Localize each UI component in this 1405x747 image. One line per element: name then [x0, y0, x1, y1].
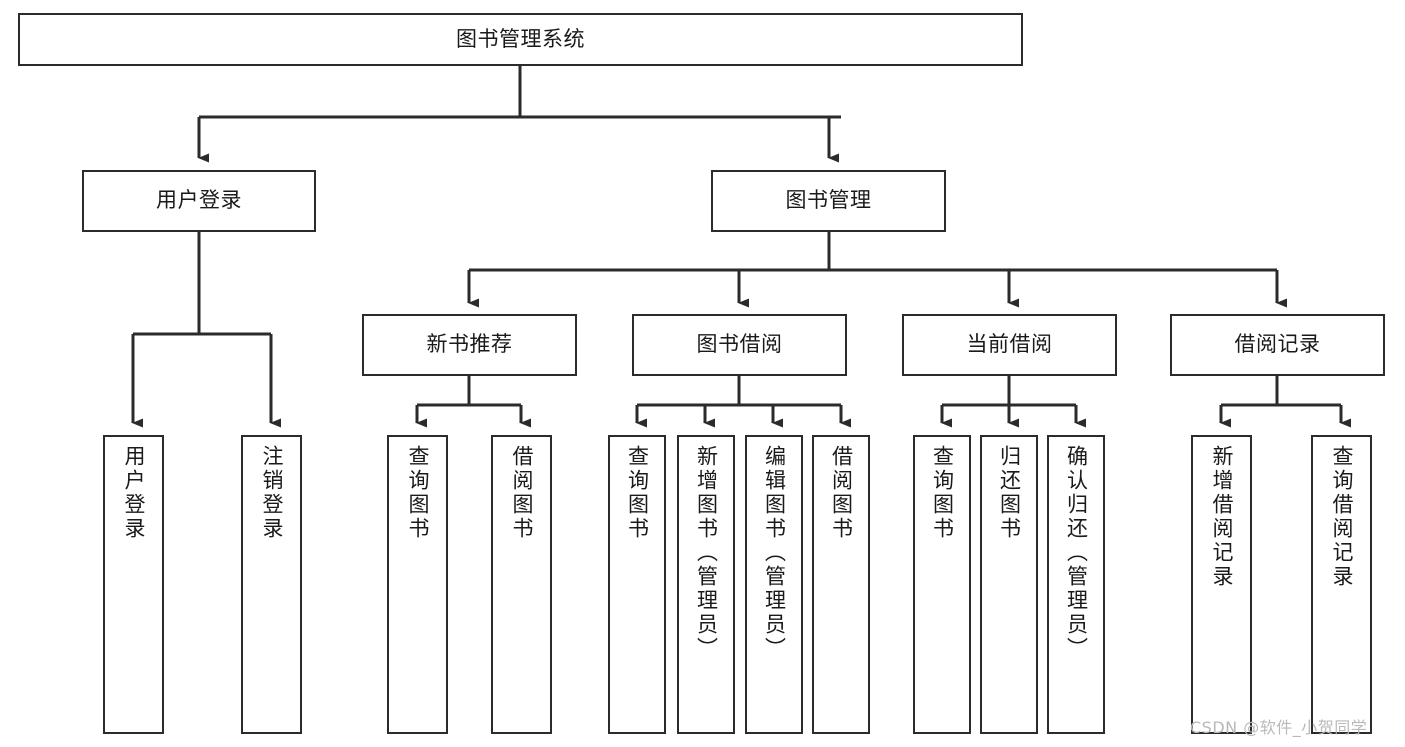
node-leaf-query-book-3[interactable]: 查询图书: [913, 435, 971, 734]
csdn-watermark: CSDN @软件_小贺同学: [1190, 718, 1368, 737]
node-leaf-query-book-2-label: 查询图书: [625, 445, 650, 541]
node-leaf-add-record-label: 新增借阅记录: [1210, 445, 1234, 589]
node-book-management-label: 图书管理: [785, 188, 872, 213]
node-leaf-borrow-book-2[interactable]: 借阅图书: [812, 435, 870, 734]
node-current-borrow-label: 当前借阅: [966, 332, 1053, 357]
node-leaf-add-record[interactable]: 新增借阅记录: [1191, 435, 1252, 734]
node-leaf-user-logout-label: 注销登录: [260, 445, 284, 541]
node-borrow-record-label: 借阅记录: [1234, 332, 1321, 357]
node-leaf-query-book-2[interactable]: 查询图书: [608, 435, 666, 734]
node-root[interactable]: 图书管理系统: [18, 13, 1023, 66]
node-current-borrow[interactable]: 当前借阅: [902, 314, 1117, 376]
node-leaf-query-book-1-label: 查询图书: [406, 445, 430, 541]
node-leaf-borrow-book-1-label: 借阅图书: [510, 445, 534, 541]
node-leaf-borrow-book-1[interactable]: 借阅图书: [491, 435, 552, 734]
node-new-book-recommend[interactable]: 新书推荐: [362, 314, 577, 376]
node-leaf-user-login-label: 用户登录: [122, 445, 146, 541]
node-leaf-user-login[interactable]: 用户登录: [103, 435, 164, 734]
node-book-borrow-label: 图书借阅: [696, 332, 783, 357]
node-user-login-label: 用户登录: [156, 188, 242, 213]
node-root-label: 图书管理系统: [456, 26, 585, 51]
node-leaf-return-book-label: 归还图书: [997, 445, 1022, 541]
node-leaf-query-book-1[interactable]: 查询图书: [387, 435, 448, 734]
node-leaf-borrow-book-2-label: 借阅图书: [829, 445, 854, 541]
node-book-borrow[interactable]: 图书借阅: [632, 314, 847, 376]
node-leaf-edit-book-label: 编辑图书（管理员）: [762, 445, 787, 661]
node-user-login[interactable]: 用户登录: [82, 170, 316, 232]
node-new-book-recommend-label: 新书推荐: [426, 332, 513, 357]
node-leaf-confirm-return-label: 确认归还（管理员）: [1064, 445, 1089, 661]
node-borrow-record[interactable]: 借阅记录: [1170, 314, 1385, 376]
node-leaf-return-book[interactable]: 归还图书: [980, 435, 1038, 734]
node-leaf-query-record[interactable]: 查询借阅记录: [1311, 435, 1372, 734]
node-leaf-user-logout[interactable]: 注销登录: [241, 435, 302, 734]
node-leaf-query-record-label: 查询借阅记录: [1330, 445, 1354, 589]
node-book-management[interactable]: 图书管理: [711, 170, 946, 232]
node-leaf-add-book-label: 新增图书（管理员）: [694, 445, 719, 661]
node-leaf-add-book[interactable]: 新增图书（管理员）: [677, 435, 735, 734]
node-leaf-confirm-return[interactable]: 确认归还（管理员）: [1047, 435, 1105, 734]
node-leaf-edit-book[interactable]: 编辑图书（管理员）: [745, 435, 803, 734]
node-leaf-query-book-3-label: 查询图书: [930, 445, 955, 541]
